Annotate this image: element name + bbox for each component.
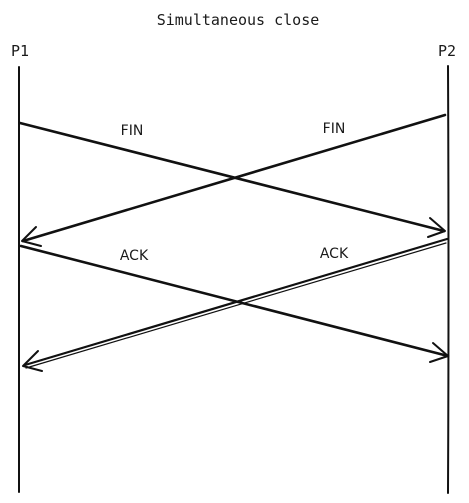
arrowhead-icon [22, 350, 43, 372]
arrowhead-icon [21, 226, 42, 247]
message-label: FIN [323, 121, 346, 137]
diagram-title: Simultaneous close [157, 11, 320, 29]
message-label: FIN [121, 123, 144, 139]
participant-p2-label: P2 [438, 42, 456, 60]
message-label: ACK [320, 246, 349, 262]
message-arrow-line [23, 237, 449, 367]
message-fin-p1-to-p2: FIN [18, 121, 446, 238]
participant-p1-label: P1 [11, 42, 29, 60]
arrowhead-icon [427, 217, 446, 238]
message-ack-p2-to-p1: ACK [22, 237, 449, 372]
message-label: ACK [120, 248, 149, 264]
message-arrow-line [21, 113, 447, 243]
message-arrow-line [18, 121, 446, 233]
arrowhead-icon [429, 342, 449, 363]
message-arrow-line [19, 244, 450, 358]
message-arrow-line-shadow [25, 242, 447, 369]
message-fin-p2-to-p1: FIN [21, 113, 447, 247]
message-ack-p1-to-p2: ACK [19, 244, 450, 363]
lifeline-p2 [447, 65, 450, 494]
